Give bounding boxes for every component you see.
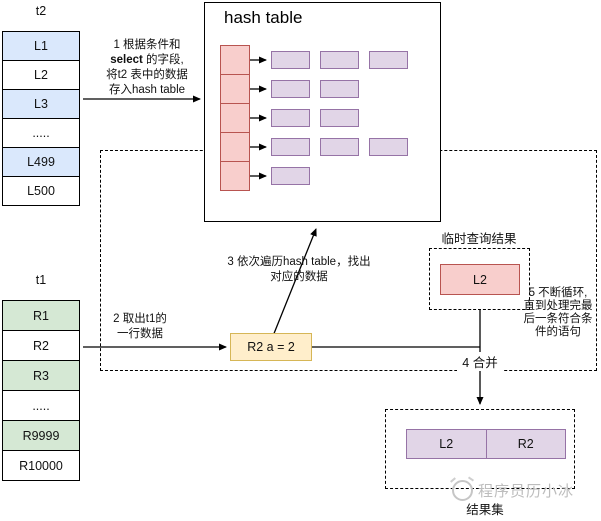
hash-bucket-cell [220,132,250,162]
step1-line2: select 的字段, [86,53,208,68]
hash-chain-row-4 [271,167,310,185]
hash-chain-box [271,138,310,156]
hash-chain-box [320,109,359,127]
step5-note: 5 不断循环, 直到处理完最 后一条符合条 件的语句 [516,287,600,339]
table-row: L3 [2,89,80,119]
temp-result-title: 临时查询结果 [441,232,517,246]
hash-chain-box [271,51,310,69]
watermark: 程序员历小冰 [452,480,574,501]
hash-bucket-cell [220,74,250,104]
t2-table-title: t2 [35,4,47,18]
step1-line3: 将t2 表中的数据 [106,69,188,81]
hash-chain-box [320,138,359,156]
step1-note: 1 根据条件和 select 的字段, 将t2 表中的数据 存入hash tab… [86,38,208,98]
step2-note: 2 取出t1的 一行数据 [104,312,176,342]
step5-line3: 后一条符合条 [523,313,593,325]
hash-chain-box [320,80,359,98]
step5-line2: 直到处理完最 [523,300,593,312]
step5-line4: 件的语句 [535,326,581,338]
step1-line1: 1 根据条件和 [113,39,181,51]
table-row: L1 [2,31,80,61]
result-cell-left: L2 [439,437,454,451]
step1-line2-bold: select [110,54,143,66]
table-row: L500 [2,176,80,206]
result-cell-right: R2 [485,430,566,458]
table-row: L499 [2,147,80,177]
probe-row-box: R2 a = 2 [230,333,312,361]
t2-table: L1 L2 L3 ..... L499 L500 [2,31,80,206]
hash-chain-row-1 [271,80,359,98]
table-row: ..... [2,390,80,421]
t1-table: R1 R2 R3 ..... R9999 R10000 [2,300,80,481]
step5-line1: 5 不断循环, [528,287,588,299]
hash-chain-row-0 [271,51,408,69]
step1-line2-rest: 的字段, [142,54,184,66]
result-row-box: L2 R2 [406,429,566,459]
t1-table-title: t1 [35,273,47,287]
step2-line1: 2 取出t1的 [113,313,167,325]
step3-line2: 对应的数据 [270,271,328,283]
result-set-label: 结果集 [466,503,504,517]
hash-chain-box [271,109,310,127]
hash-chain-row-3 [271,138,408,156]
table-row: R9999 [2,420,80,451]
table-row: R3 [2,360,80,391]
table-row: R1 [2,300,80,331]
hash-chain-row-2 [271,109,359,127]
table-row: R2 [2,330,80,361]
table-row: ..... [2,118,80,148]
table-row: R10000 [2,450,80,481]
step3-line1: 3 依次遍历hash table，找出 [227,256,371,268]
step1-line4: 存入hash table [108,84,186,96]
temp-result-dashed-box [429,248,530,310]
watermark-text: 程序员历小冰 [478,483,575,500]
snowflake-logo-icon [452,480,473,501]
table-row: L2 [2,60,80,90]
hash-chain-box [320,51,359,69]
hash-chain-box [271,80,310,98]
hash-chain-box [369,51,408,69]
hash-chain-box [369,138,408,156]
hash-bucket-cell [220,161,250,191]
result-set-dashed-box [385,409,575,489]
hash-table-title: hash table [224,8,303,27]
temp-result-item: L2 [440,264,520,295]
step4-merge-label: 4 合并 [457,352,503,371]
hash-bucket-cell [220,103,250,133]
step2-line2: 一行数据 [117,328,163,340]
hash-chain-box [271,167,310,185]
hash-bucket-cell [220,45,250,75]
step3-note: 3 依次遍历hash table，找出 对应的数据 [213,255,385,285]
hash-bucket-column [220,45,250,191]
